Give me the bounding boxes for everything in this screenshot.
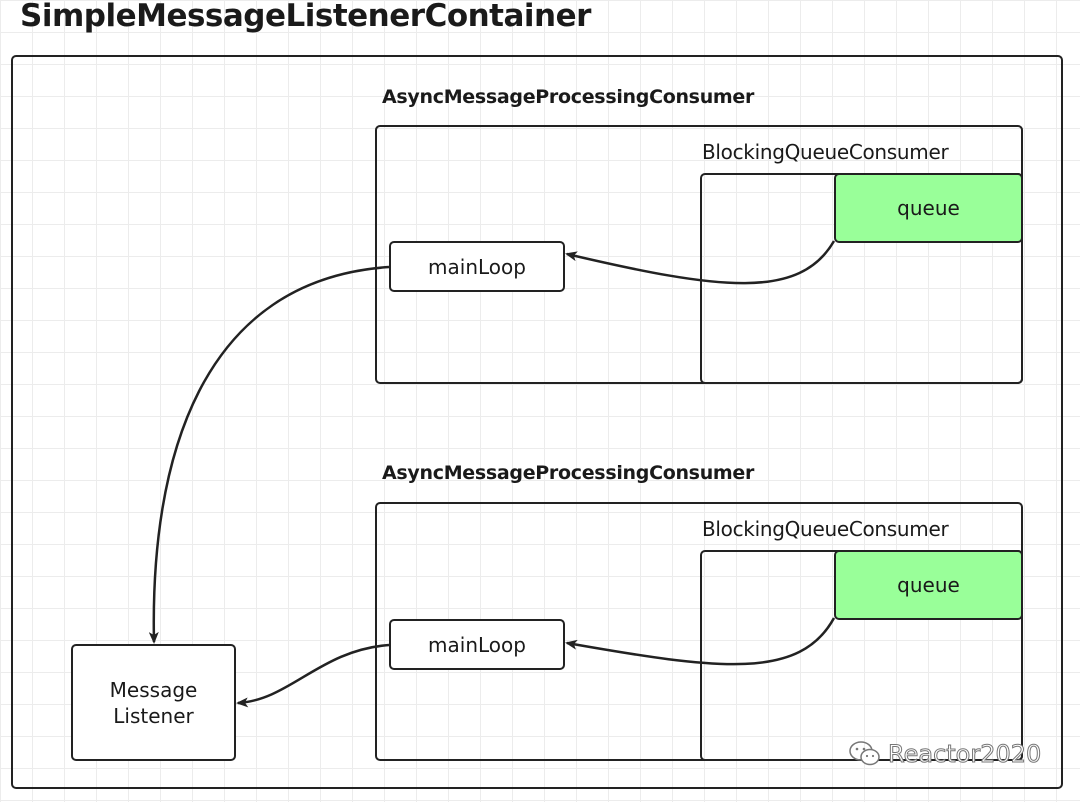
consumer-1-label: AsyncMessageProcessingConsumer <box>382 86 755 108</box>
blocking-queue-consumer-2-label: BlockingQueueConsumer <box>702 517 949 541</box>
main-loop-2: mainLoop <box>389 619 565 670</box>
diagram-title: SimpleMessageListenerContainer <box>20 0 591 34</box>
consumer-2-label: AsyncMessageProcessingConsumer <box>382 462 755 484</box>
message-listener: Message Listener <box>71 644 236 761</box>
message-listener-line2: Listener <box>113 703 194 728</box>
wechat-icon <box>849 741 880 766</box>
watermark: Reactor2020 <box>848 740 1042 769</box>
queue-2-label: queue <box>897 573 960 597</box>
message-listener-line1: Message <box>109 677 198 702</box>
watermark-text: Reactor2020 <box>887 740 1042 769</box>
simple-message-listener-container <box>11 55 1063 789</box>
queue-1-label: queue <box>897 196 960 220</box>
queue-2: queue <box>834 550 1023 620</box>
queue-1: queue <box>834 173 1023 243</box>
main-loop-2-label: mainLoop <box>428 632 526 657</box>
main-loop-1: mainLoop <box>389 241 565 292</box>
main-loop-1-label: mainLoop <box>428 254 526 279</box>
blocking-queue-consumer-1-label: BlockingQueueConsumer <box>702 140 949 164</box>
